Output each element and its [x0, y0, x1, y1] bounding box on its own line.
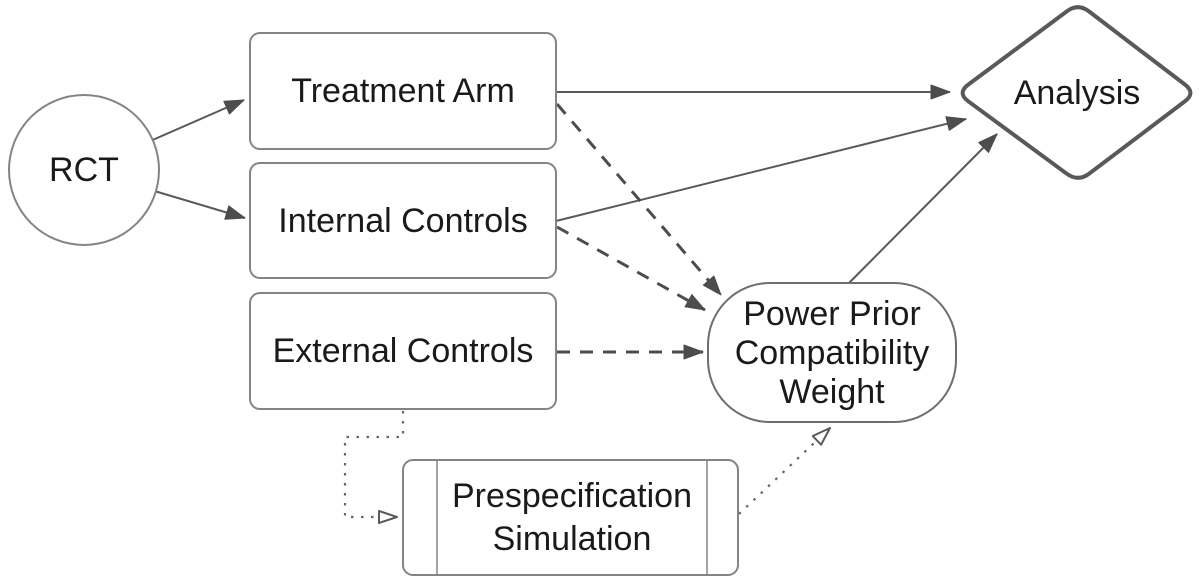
node-analysis: Analysis — [960, 5, 1193, 180]
node-prespecification-simulation: Prespecification Simulation — [402, 459, 739, 576]
edge-prespecification-to-power-prior — [738, 427, 831, 515]
edge-external-controls-to-prespecification — [343, 411, 405, 524]
analysis-label: Analysis — [1014, 74, 1141, 112]
node-rct: RCT — [8, 94, 160, 246]
node-layer: RCT Treatment Arm Internal Controls Exte… — [8, 5, 1193, 576]
prespecification-process-shape — [402, 459, 739, 576]
power-prior-label-line2: Compatibility — [735, 334, 930, 372]
analysis-diamond-shape — [960, 5, 1193, 180]
external-controls-rect-shape — [249, 292, 557, 410]
edge-internal-controls-to-power-prior — [556, 225, 706, 312]
rct-circle-shape — [8, 94, 160, 246]
power-prior-label-line3: Weight — [779, 373, 885, 411]
node-internal-controls: Internal Controls — [249, 162, 557, 279]
node-external-controls: External Controls — [249, 292, 557, 410]
edge-treatment-arm-to-power-prior — [555, 103, 723, 296]
treatment-arm-label: Treatment Arm — [291, 72, 515, 110]
prespecification-label-line2: Simulation — [493, 520, 652, 558]
edge-internal-controls-to-analysis — [555, 116, 967, 222]
power-prior-stadium-shape — [707, 282, 957, 423]
internal-controls-rect-shape — [249, 162, 557, 279]
node-treatment-arm: Treatment Arm — [249, 32, 557, 150]
internal-controls-label: Internal Controls — [278, 202, 527, 240]
prespecification-label-line1: Prespecification — [452, 477, 692, 515]
rct-label: RCT — [49, 151, 119, 189]
node-power-prior-weight: Power Prior Compatibility Weight — [707, 282, 957, 423]
edge-power-prior-to-analysis — [847, 133, 998, 285]
treatment-arm-rect-shape — [249, 32, 557, 150]
power-prior-label-line1: Power Prior — [743, 295, 921, 333]
external-controls-label: External Controls — [273, 332, 534, 370]
